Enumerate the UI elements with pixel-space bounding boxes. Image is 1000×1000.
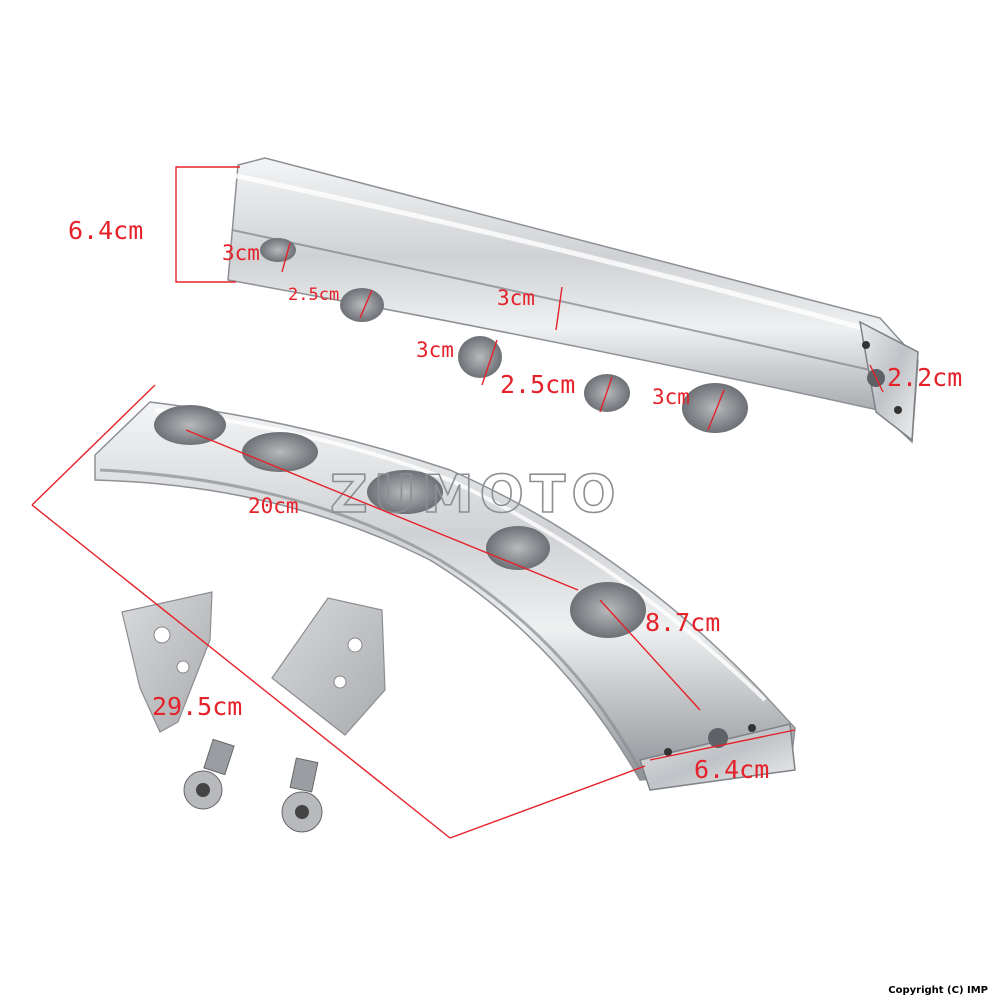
dimension-label-end-length: 8.7cm <box>645 608 721 637</box>
dimension-label-top-hole-3: 3cm <box>416 338 454 362</box>
copyright-notice: Copyright (C) IMP <box>888 985 988 996</box>
hole <box>458 336 502 378</box>
hole <box>154 405 226 445</box>
threaded-hole <box>708 728 728 748</box>
dimension-label-top-hole-5: 3cm <box>652 385 690 409</box>
hole <box>682 383 748 433</box>
dimension-lines <box>31 166 884 839</box>
hole <box>340 288 384 322</box>
mounting-bracket-right <box>271 597 386 736</box>
dimension-label-top-hole-4: 2.5cm <box>500 370 576 399</box>
dimension-label-end-hole: 2.2cm <box>887 363 963 392</box>
mounting-bracket-left <box>121 591 213 733</box>
dimension-label-top-height: 6.4cm <box>68 216 144 245</box>
hole <box>367 470 443 514</box>
socket-cap-screw <box>183 738 235 810</box>
socket-cap-screw <box>281 757 323 833</box>
hole <box>486 526 550 570</box>
dimension-label-top-width: 3cm <box>497 286 535 310</box>
dimension-label-length-inner: 20cm <box>248 494 299 518</box>
dimension-label-top-hole-2: 2.5cm <box>288 285 340 305</box>
hole <box>260 238 296 262</box>
hole <box>242 432 318 472</box>
dimension-label-length-outer: 29.5cm <box>152 692 243 721</box>
dimension-label-top-hole-1: 3cm <box>222 241 260 265</box>
top-riser-bar <box>227 157 919 444</box>
hole <box>570 582 646 638</box>
bottom-riser-bar <box>94 401 796 791</box>
watermark: ZUMOTO <box>330 465 622 525</box>
dimension-label-bottom-width: 6.4cm <box>694 755 770 784</box>
